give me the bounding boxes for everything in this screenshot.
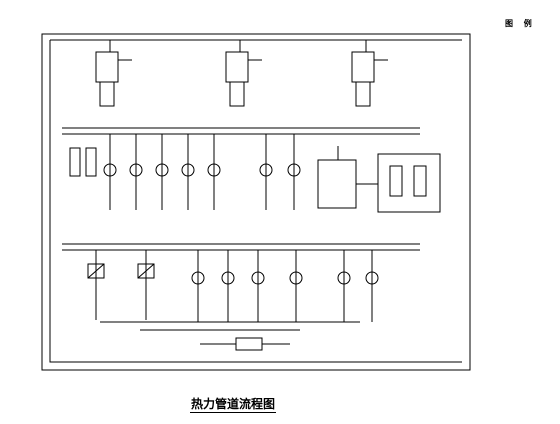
lower-pump-group	[191, 250, 379, 322]
boiler-1	[95, 40, 132, 107]
deaerator-tank	[317, 146, 378, 209]
main-supply-pipe	[41, 33, 471, 371]
water-treatment-vessels	[377, 153, 441, 213]
boiler-2	[225, 40, 262, 107]
water-softener-tanks	[69, 147, 97, 177]
bottom-collector	[100, 321, 360, 331]
main-return-pipe	[49, 39, 462, 363]
diagram-title: 热力管道流程图	[190, 397, 275, 411]
upper-header	[62, 127, 420, 135]
title-underline	[190, 412, 276, 413]
upper-pump-group	[103, 134, 301, 210]
legend-heading: 图 例	[505, 19, 536, 28]
pressure-regulating-station	[200, 337, 290, 351]
lower-header	[62, 243, 420, 251]
heat-exchangers	[87, 250, 155, 320]
boiler-3	[351, 40, 388, 107]
